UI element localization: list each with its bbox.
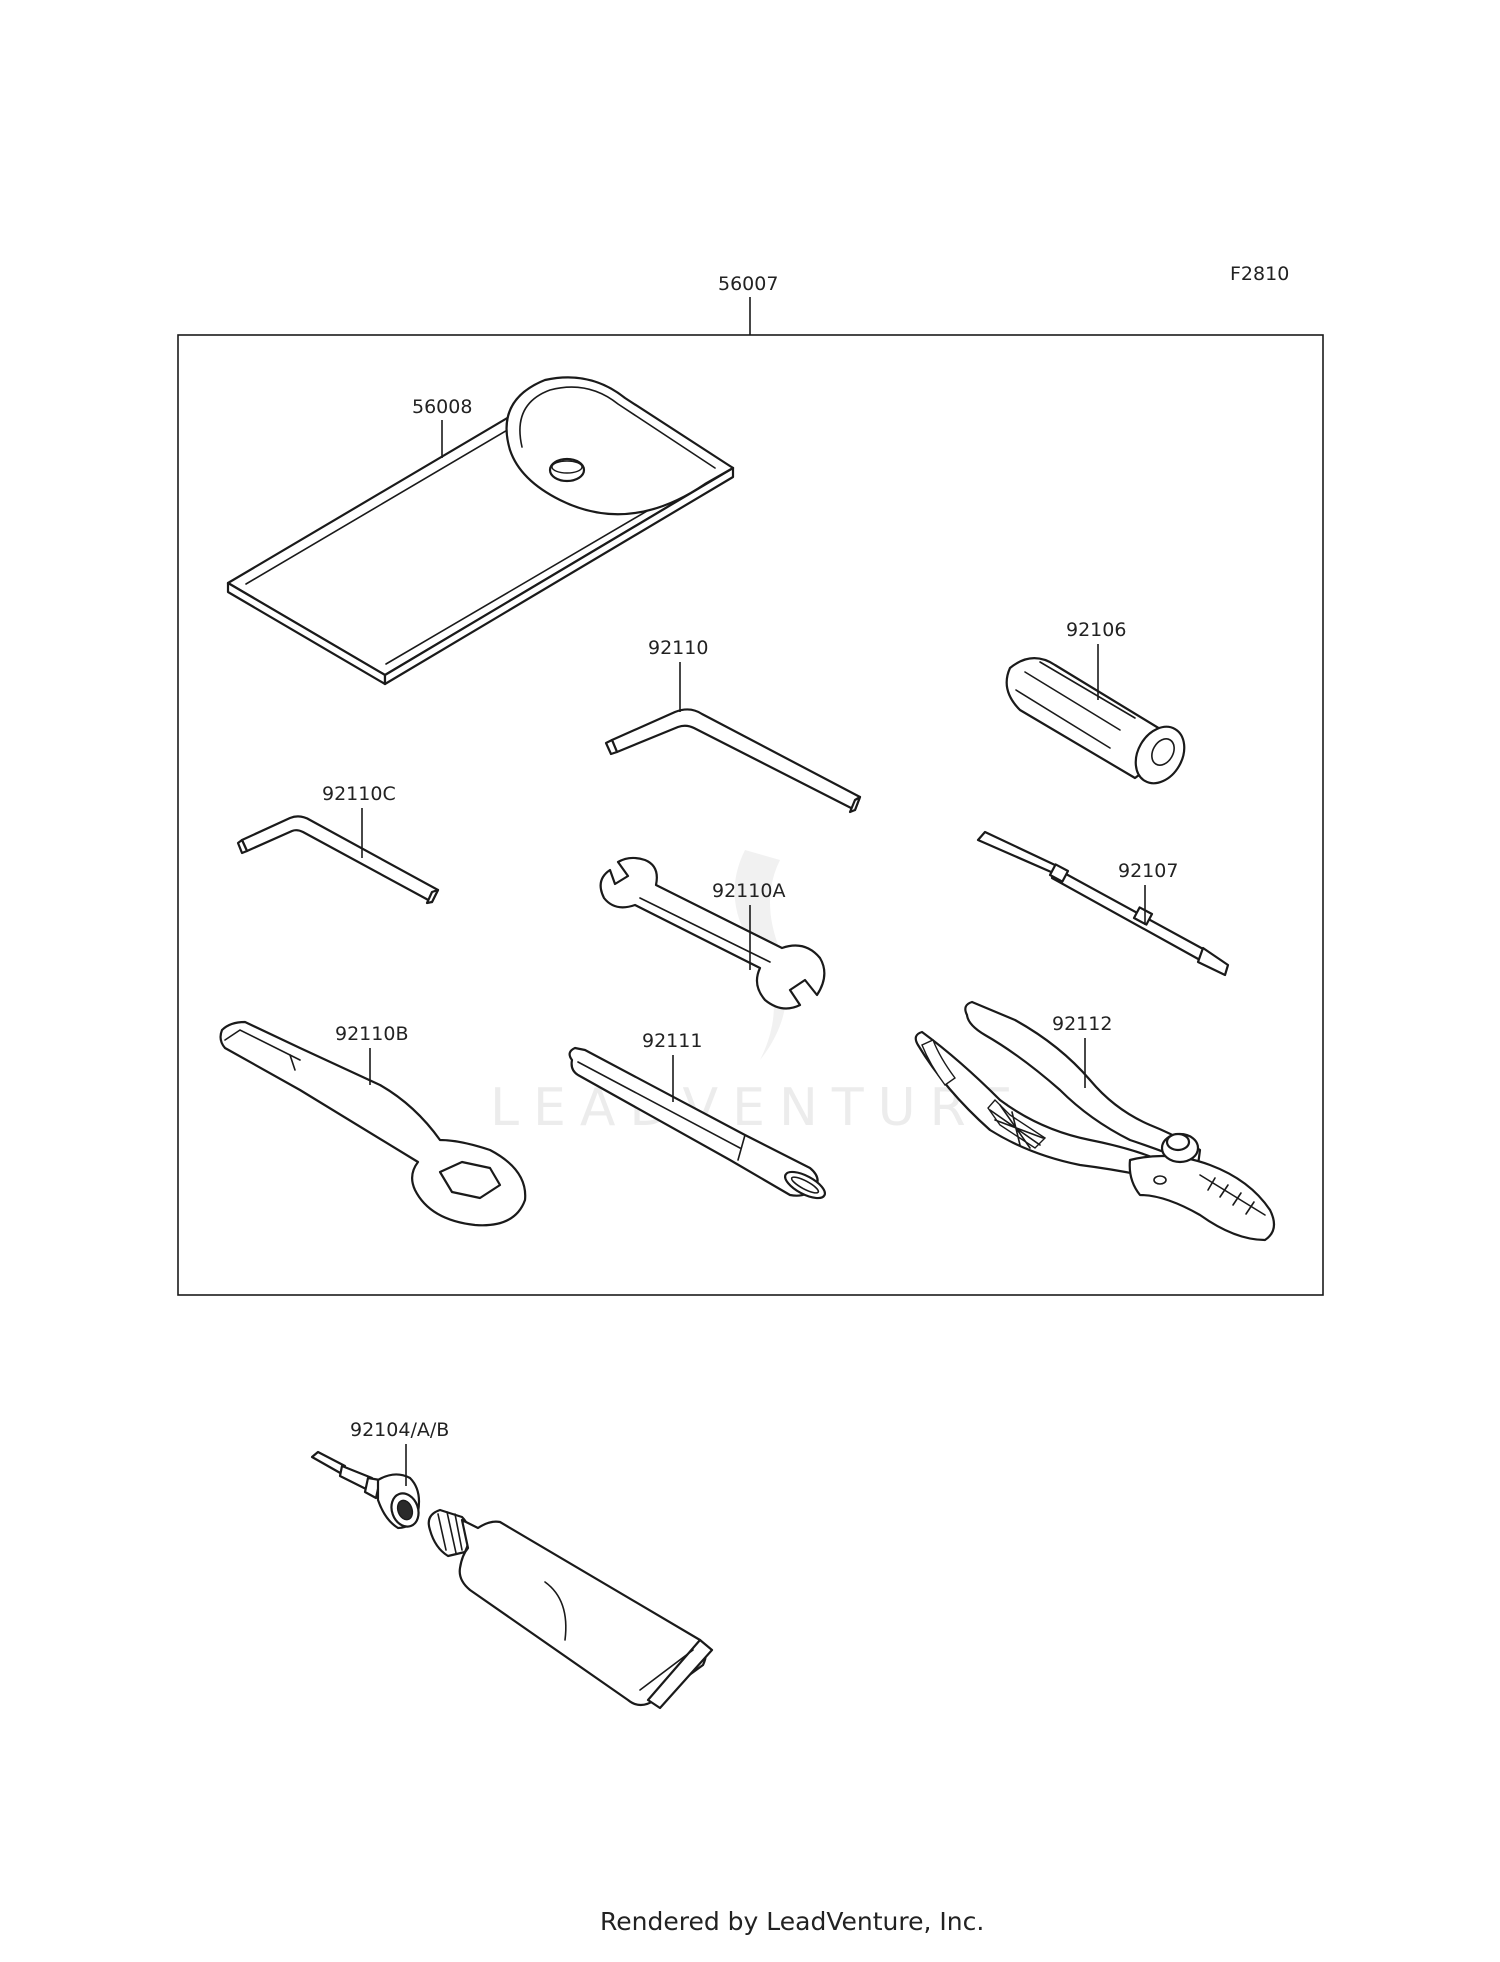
label-92110: 92110	[648, 637, 708, 659]
label-92111: 92111	[642, 1030, 702, 1052]
open-end-wrench[interactable]	[599, 856, 826, 1010]
label-92110C: 92110C	[322, 783, 396, 805]
screwdriver-bit[interactable]	[976, 830, 1230, 977]
slip-joint-pliers[interactable]	[914, 1000, 1276, 1242]
hex-key-large[interactable]	[604, 708, 862, 814]
label-92110A: 92110A	[712, 880, 785, 902]
tool-pouch[interactable]	[226, 376, 735, 686]
label-92104-A-B: 92104/A/B	[350, 1419, 449, 1441]
figure-code: F2810	[1230, 263, 1289, 285]
watermark-text: LEADVENTURE	[490, 1078, 1027, 1138]
footer-credit: Rendered by LeadVenture, Inc.	[600, 1907, 984, 1936]
extension-bar[interactable]	[568, 1046, 829, 1203]
box-end-wrench[interactable]	[219, 1020, 527, 1227]
sealant-tube[interactable]	[310, 1450, 714, 1710]
kit-label: 56007	[718, 273, 778, 295]
hex-key-small[interactable]	[236, 815, 440, 905]
label-56008: 56008	[412, 396, 472, 418]
label-92106: 92106	[1066, 619, 1126, 641]
tool-kit-frame	[177, 334, 1324, 1296]
label-92110B: 92110B	[335, 1023, 408, 1045]
screwdriver-handle[interactable]	[1005, 657, 1194, 792]
label-92112: 92112	[1052, 1013, 1112, 1035]
label-92107: 92107	[1118, 860, 1178, 882]
